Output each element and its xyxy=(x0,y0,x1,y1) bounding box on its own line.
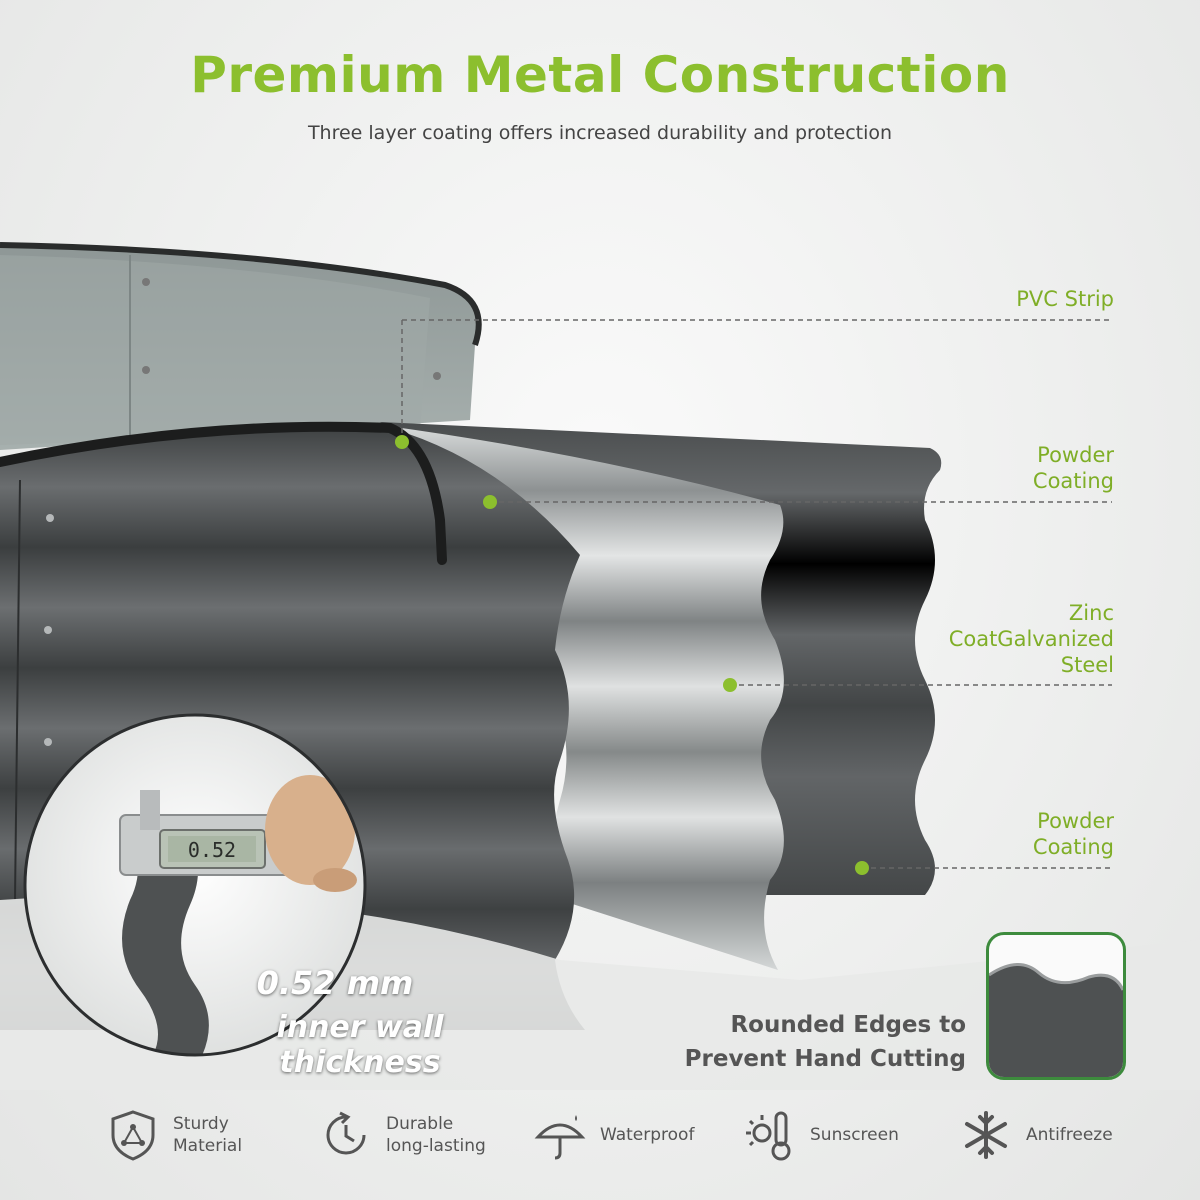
feature-label: Antifreeze xyxy=(1026,1124,1113,1146)
page-subtitle: Three layer coating offers increased dur… xyxy=(307,122,893,144)
label-line: Powder xyxy=(1037,809,1114,833)
marker-dot xyxy=(723,678,737,692)
feature-label: Sunscreen xyxy=(810,1124,899,1146)
label-line: Coating xyxy=(1032,469,1114,493)
feature-antifreeze: Antifreeze xyxy=(958,1100,1113,1170)
marker-dot xyxy=(395,435,409,449)
snowflake-icon xyxy=(965,1111,1007,1159)
feature-line: long-lasting xyxy=(386,1136,486,1156)
thickness-caption: inner wall thickness xyxy=(276,1010,444,1080)
feature-sturdy: Sturdy Material xyxy=(105,1100,242,1170)
feature-label: Waterproof xyxy=(600,1124,694,1146)
leader-lines xyxy=(401,319,1112,869)
marker-dot xyxy=(483,495,497,509)
page-title: Premium Metal Construction xyxy=(190,46,1010,104)
feature-line: Waterproof xyxy=(600,1125,695,1145)
feature-line: Sunscreen xyxy=(810,1125,899,1145)
rounded-edges-text: Rounded Edges to Prevent Hand Cutting xyxy=(685,1008,966,1076)
feature-durable: Durable long-lasting xyxy=(318,1100,486,1170)
label-line: Powder xyxy=(1037,443,1114,467)
label-line: Steel xyxy=(1060,653,1114,677)
marker-dot xyxy=(855,861,869,875)
clock-arrow-icon xyxy=(326,1111,366,1155)
label-powder-coating-outer: Powder Coating xyxy=(1033,442,1114,494)
feature-line: Antifreeze xyxy=(1026,1125,1113,1145)
label-line: Zinc xyxy=(1068,601,1114,625)
feature-line: Sturdy xyxy=(173,1114,229,1134)
shield-icon xyxy=(111,1110,155,1161)
pvc-strip xyxy=(0,421,447,565)
feature-label: Sturdy Material xyxy=(173,1113,242,1157)
caliper-lens: 0.52 xyxy=(25,715,365,1055)
rounded-edges-line: Prevent Hand Cutting xyxy=(684,1046,966,1072)
umbrella-icon xyxy=(534,1115,586,1160)
feature-line: Durable xyxy=(386,1114,454,1134)
zinc-steel-layer xyxy=(380,425,784,970)
label-pvc-strip: PVC Strip xyxy=(1016,287,1114,311)
rounded-edge-inset xyxy=(986,932,1126,1080)
feature-waterproof: Waterproof xyxy=(532,1100,694,1170)
rounded-edges-line: Rounded Edges to xyxy=(730,1012,966,1038)
thickness-value: 0.52 mm xyxy=(256,964,414,1002)
label-powder-coating-inner: Powder Coating xyxy=(1033,808,1114,860)
sun-thermometer-icon xyxy=(746,1111,791,1161)
feature-label: Durable long-lasting xyxy=(386,1113,486,1157)
label-line: Coating xyxy=(1032,835,1114,859)
feature-line: Material xyxy=(173,1136,243,1156)
caliper-display: 0.52 xyxy=(188,838,236,862)
label-line: CoatGalvanized xyxy=(948,627,1114,651)
feature-sunscreen: Sunscreen xyxy=(742,1100,899,1170)
label-zinc-steel: Zinc CoatGalvanized Steel xyxy=(949,600,1114,678)
